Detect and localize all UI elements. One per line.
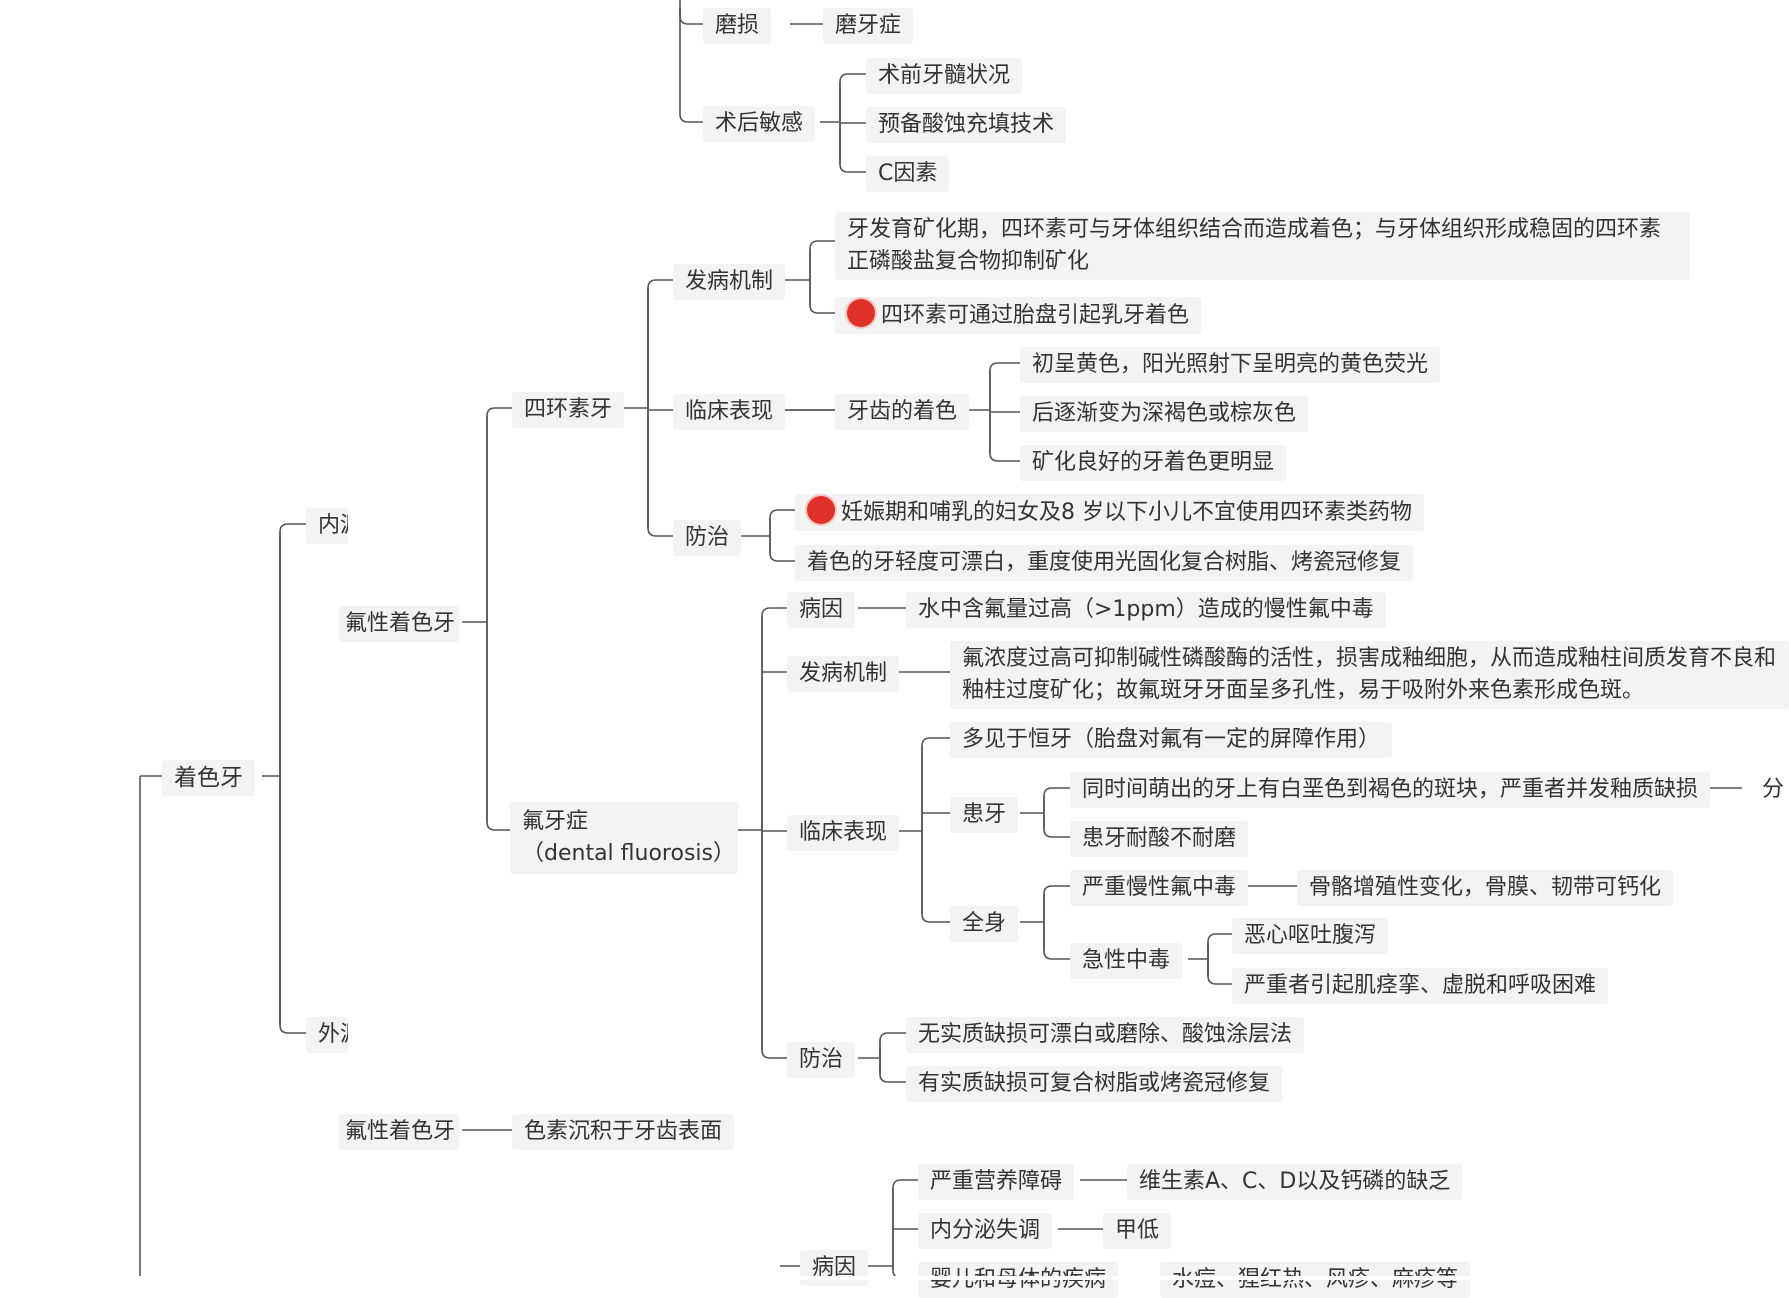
node-yubei[interactable]: 预备酸蚀充填技术 [866, 107, 1067, 143]
connector-line [279, 776, 306, 1034]
node-jiadi[interactable]: 甲低 [1103, 1213, 1172, 1249]
node-bingyin2[interactable]: 病因 [787, 592, 856, 628]
node-huanya-text1-next[interactable]: 分 [1762, 777, 1785, 802]
connector-line [809, 280, 835, 314]
node-fangzhi1-text1[interactable]: 妊娠期和哺乳的妇女及8 岁以下小儿不宜使用四环素类药物 [795, 494, 1424, 531]
node-fuyazheng[interactable]: 氟牙症（dental fluorosis） [510, 802, 738, 874]
node-fangzhi1-text2[interactable]: 着色的牙轻度可漂白，重度使用光固化复合树脂、烤瓷冠修复 [795, 545, 1414, 581]
node-yinger[interactable]: 婴儿和母体的疾病 [918, 1262, 1119, 1298]
connector-line [839, 122, 866, 173]
connector-line [1043, 922, 1070, 960]
connector-line [679, 8, 703, 123]
connector-line [1207, 959, 1232, 985]
node-jiji-text[interactable]: 严重者引起肌痉挛、虚脱和呼吸困难 [1232, 968, 1609, 1004]
node-fabing2[interactable]: 发病机制 [787, 656, 900, 692]
node-wai-sub[interactable]: 氟性着色牙 [339, 1114, 459, 1150]
node-nei[interactable]: 内源 [306, 508, 348, 544]
node-yinger-text[interactable]: 水痘、猩红热、风疹、麻疹等 [1160, 1262, 1471, 1298]
node-exin[interactable]: 恶心呕吐腹泻 [1232, 918, 1389, 954]
node-linchuang1[interactable]: 临床表现 [673, 394, 786, 430]
node-huanya-text1[interactable]: 同时间萌出的牙上有白垩色到褐色的斑块，严重者并发釉质缺损 [1070, 772, 1711, 808]
connector-line [921, 831, 950, 923]
node-fabing1-text2[interactable]: 四环素可通过胎盘引起乳牙着色 [835, 297, 1202, 334]
node-linchuang2[interactable]: 临床表现 [787, 815, 900, 851]
connector-line [1043, 813, 1070, 838]
node-yanzhong[interactable]: 严重慢性氟中毒 [1070, 870, 1249, 906]
connector-line [769, 509, 795, 536]
node-fangzhi2-text1[interactable]: 无实质缺损可漂白或磨除、酸蚀涂层法 [906, 1017, 1305, 1053]
bottom-edge [0, 1276, 1789, 1280]
node-wai-sub-leaf[interactable]: 色素沉积于牙齿表面 [512, 1114, 735, 1150]
connector-line [679, 8, 703, 25]
connector-line [279, 523, 306, 776]
connector-line [761, 607, 787, 830]
node-huanya[interactable]: 患牙 [950, 797, 1019, 833]
node-huanya-text2[interactable]: 患牙耐酸不耐磨 [1070, 821, 1249, 857]
node-weisheng[interactable]: 维生素A、C、D以及钙磷的缺乏 [1127, 1164, 1463, 1200]
node-yanzhong-text[interactable]: 骨骼增殖性变化，骨膜、韧带可钙化 [1297, 870, 1674, 906]
connector-line [761, 830, 787, 1059]
connector-line [879, 1058, 906, 1083]
node-fangzhi1[interactable]: 防治 [673, 520, 742, 556]
connector-line [839, 73, 866, 122]
connector-line [1043, 787, 1070, 813]
node-fangzhi2[interactable]: 防治 [787, 1042, 856, 1078]
node-shuhou[interactable]: 术后敏感 [703, 106, 816, 142]
node-yachi-zhuose[interactable]: 牙齿的着色 [835, 394, 970, 430]
node-bingyin2-text[interactable]: 水中含氟量过高（>1ppm）造成的慢性氟中毒 [906, 592, 1386, 628]
node-nei-sub[interactable]: 氟性着色牙 [339, 606, 459, 642]
connector-line [1043, 885, 1070, 922]
node-fabing1[interactable]: 发病机制 [673, 264, 786, 300]
connector-line [809, 240, 835, 280]
node-fabing2-text[interactable]: 氟浓度过高可抑制碱性磷酸酶的活性，损害成釉细胞，从而造成釉柱间质发育不良和釉柱过… [950, 641, 1789, 709]
node-moyazheng[interactable]: 磨牙症 [823, 8, 914, 44]
node-shuqian[interactable]: 术前牙髓状况 [866, 58, 1023, 94]
node-neifenmi[interactable]: 内分泌失调 [918, 1213, 1053, 1249]
connector-line [647, 279, 673, 408]
star-icon [847, 299, 875, 327]
node-duojian[interactable]: 多见于恒牙（胎盘对氟有一定的屏障作用） [950, 722, 1393, 758]
connector-line [486, 622, 512, 831]
node-sihuan[interactable]: 四环素牙 [512, 392, 625, 428]
connector-line [921, 737, 950, 831]
connector-line [1207, 933, 1232, 959]
node-chucheng[interactable]: 初呈黄色，阳光照射下呈明亮的黄色荧光 [1020, 347, 1441, 383]
node-yingyang[interactable]: 严重营养障碍 [918, 1164, 1075, 1200]
star-icon [807, 496, 835, 524]
node-houjian[interactable]: 后逐渐变为深褐色或棕灰色 [1020, 396, 1309, 432]
connector-line [892, 1179, 918, 1266]
node-kuanghua[interactable]: 矿化良好的牙着色更明显 [1020, 445, 1287, 481]
node-quanshen[interactable]: 全身 [950, 906, 1019, 942]
connector-line [879, 1032, 906, 1058]
node-cyinsu[interactable]: C因素 [866, 156, 950, 192]
node-jixing[interactable]: 急性中毒 [1070, 943, 1183, 979]
node-mosun[interactable]: 磨损 [703, 8, 772, 44]
connector-line [989, 362, 1020, 410]
node-bingyin3[interactable]: 病因 [800, 1250, 869, 1286]
node-fabing1-text1[interactable]: 牙发育矿化期，四环素可与牙体组织结合而造成着色；与牙体组织形成稳固的四环素正磷酸… [835, 212, 1690, 280]
node-fangzhi2-text2[interactable]: 有实质缺损可复合树脂或烤瓷冠修复 [906, 1066, 1283, 1102]
connector-line [989, 410, 1020, 462]
node-root[interactable]: 着色牙 [162, 760, 255, 796]
connector-line [769, 536, 795, 562]
node-wai[interactable]: 外源 [306, 1017, 348, 1053]
connector-line [486, 407, 512, 622]
connector-line [647, 408, 673, 537]
